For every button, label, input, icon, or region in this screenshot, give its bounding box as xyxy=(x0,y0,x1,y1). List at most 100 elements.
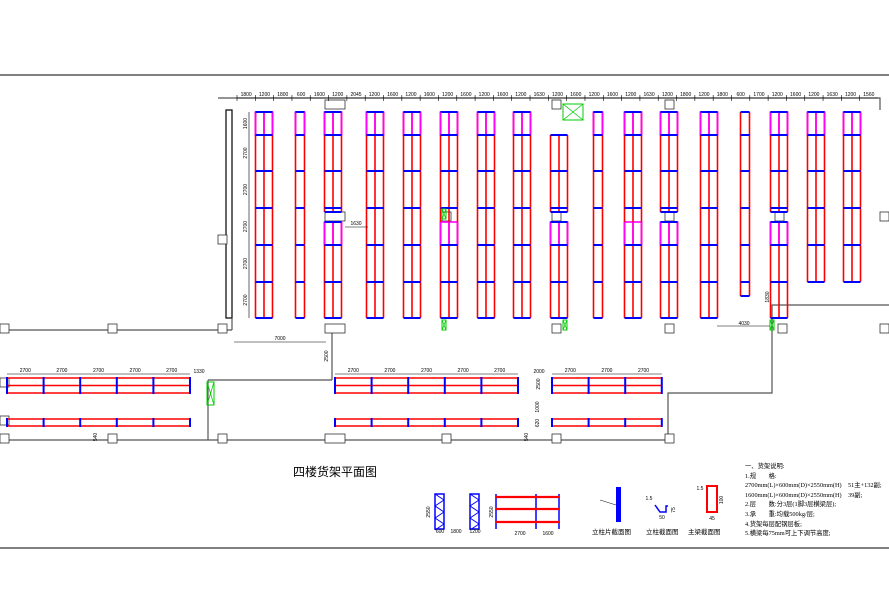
frame-brace xyxy=(434,511,445,519)
rack-run xyxy=(294,111,306,319)
dimension-label: 2700 xyxy=(166,368,177,374)
elevator xyxy=(562,319,568,331)
dimension-label: 1600 xyxy=(542,531,553,537)
caption-beam-section: 主梁截面图 xyxy=(688,529,721,536)
dimension-label: 2700 xyxy=(243,221,249,232)
dimension-label: 2700 xyxy=(348,368,359,374)
note-line: 一、货架说明: xyxy=(745,463,785,470)
rack-run xyxy=(659,221,679,319)
note-line: 5.横梁每75mm可上下调节高度; xyxy=(745,530,831,538)
elevator-cross xyxy=(206,381,215,406)
dimension-label: 1600 xyxy=(460,92,471,98)
pillar xyxy=(324,211,346,222)
dimension-label: 1600 xyxy=(424,92,435,98)
dimension-label: 600 xyxy=(736,92,745,98)
frame-brace xyxy=(434,499,445,507)
note-line: 4.货架每层配钢层板; xyxy=(745,520,802,528)
frame-brace xyxy=(469,517,480,525)
dimension-label: 1600 xyxy=(243,118,249,129)
dimension-label: 2700 xyxy=(56,368,67,374)
pillar xyxy=(0,323,10,334)
dimension-label: 1800 xyxy=(717,92,728,98)
rack-run xyxy=(254,111,274,319)
rack-run xyxy=(549,221,569,319)
pillar xyxy=(664,99,675,110)
pillar xyxy=(107,323,118,334)
pillar xyxy=(551,323,562,334)
elevator xyxy=(441,208,447,220)
dimension-label: 1200 xyxy=(662,92,673,98)
dimension-label: 1200 xyxy=(515,92,526,98)
dimension-label: 1.5 xyxy=(646,496,653,502)
dimension-label: 1200 xyxy=(589,92,600,98)
elevator-box xyxy=(206,381,215,406)
elevator-box xyxy=(441,208,447,220)
dimension-label: 2700 xyxy=(421,368,432,374)
light-rack-bay xyxy=(592,111,604,136)
elevator-cross xyxy=(562,319,568,331)
pillar xyxy=(324,433,346,444)
rack-run xyxy=(623,111,643,319)
dimension-label: 1600 xyxy=(314,92,325,98)
dimension-label: 1.5 xyxy=(697,486,704,492)
dimension-label: 1600 xyxy=(497,92,508,98)
dimension-label: 2700 xyxy=(243,258,249,269)
elevator-box xyxy=(441,319,447,331)
dimension-label: 1800 xyxy=(680,92,691,98)
dimension-label: 1200 xyxy=(808,92,819,98)
rack-elevation-detail xyxy=(495,494,560,529)
pillar xyxy=(551,211,562,222)
frame-brace xyxy=(469,505,480,513)
dimension-label: 2700 xyxy=(243,184,249,195)
dimension-label: 1200 xyxy=(772,92,783,98)
rack-notes: 一、货架说明: 1.规 格: 2700mm(L)×600mm(D)×2550mm… xyxy=(745,462,882,539)
note-line: 1600mm(L)×600mm(D)×2550mm(H) 39副; xyxy=(745,491,863,499)
frame-brace xyxy=(434,493,445,501)
dimension-label: 2700 xyxy=(243,147,249,158)
dimension-label: 1560 xyxy=(863,92,874,98)
pillar xyxy=(217,433,228,444)
rack-row xyxy=(334,377,519,394)
pillar xyxy=(879,211,889,222)
dimension-label: 2700 xyxy=(638,368,649,374)
dimension-label: 1630 xyxy=(644,92,655,98)
upright-section-detail xyxy=(599,487,621,522)
pillar xyxy=(777,323,788,334)
pillar xyxy=(551,433,562,444)
rack-run xyxy=(769,111,789,213)
dimension-label: 2700 xyxy=(243,294,249,305)
note-line: 1.规 格: xyxy=(745,472,777,480)
pillar xyxy=(441,433,452,444)
dimension-label: 1800 xyxy=(450,529,461,535)
dimension-label: 7000 xyxy=(274,336,285,342)
pillar xyxy=(664,323,675,334)
elevator-cross xyxy=(441,319,447,331)
pillar xyxy=(664,433,675,444)
dimension-label: 540 xyxy=(93,433,99,442)
rack-run xyxy=(739,111,751,297)
dimension-label: 1330 xyxy=(193,369,204,375)
caption-column-section: 立柱截面图 xyxy=(646,529,679,536)
dimension-label: 1200 xyxy=(698,92,709,98)
note-line: 2.层 数:分3层(1脚3层横梁层); xyxy=(745,501,837,509)
dimension-label: 2550 xyxy=(426,506,432,517)
dimension-label: 100 xyxy=(719,496,725,505)
rack-run xyxy=(439,111,459,319)
elevator-cross xyxy=(441,208,447,220)
dimension-label: 2000 xyxy=(533,369,544,375)
dimension-label: 1200 xyxy=(479,92,490,98)
dimension-label: 1800 xyxy=(277,92,288,98)
pillar xyxy=(774,211,785,222)
elevator xyxy=(206,381,215,406)
frame-brace xyxy=(434,517,445,525)
frame-brace xyxy=(469,499,480,507)
pillar xyxy=(551,99,562,110)
dimension-label: 1700 xyxy=(753,92,764,98)
elevator-box xyxy=(769,319,775,331)
beam-profile-detail xyxy=(706,485,718,513)
pillar xyxy=(217,323,228,334)
dimension-label: 1200 xyxy=(469,529,480,535)
pillar xyxy=(0,433,10,444)
elevator xyxy=(769,319,775,331)
dimension-label: 600 xyxy=(436,529,445,535)
